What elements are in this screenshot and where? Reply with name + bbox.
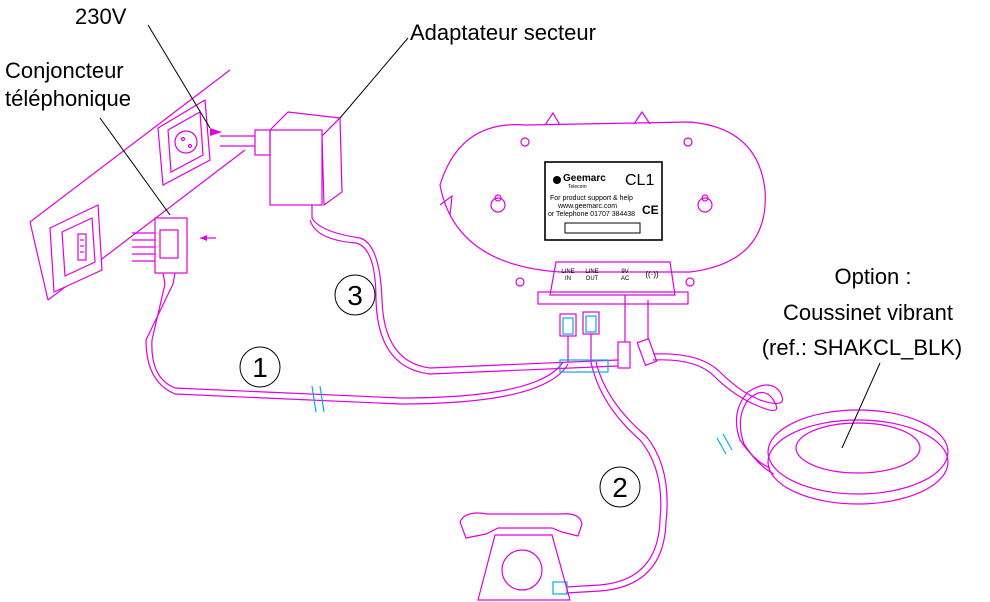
port-line-in-sublabel: IN [565,276,571,282]
leader-conjoncteur [99,117,171,216]
phone-plug [132,217,216,285]
label-230v: 230V [75,4,127,29]
vibrating-pad [767,409,949,505]
label-ref: (ref.: SHAKCL_BLK) [762,335,963,360]
label-adaptateur: Adaptateur secteur [410,20,596,45]
leader-230v [147,24,211,129]
brand-text: Geemarc [563,173,606,184]
support-line-2: www.geemarc.com [557,203,617,210]
device-connectors [559,295,658,369]
leader-option [841,362,881,449]
power-adapter [210,111,343,218]
telephone [459,512,583,601]
callout-1-number: 1 [252,352,268,383]
cable-3 [309,217,619,375]
brand-sub-text: Telecom [568,184,587,190]
label-telephonique: téléphonique [5,86,131,111]
ce-mark: CE [642,203,659,217]
cable-1 [145,283,569,413]
leader-adaptateur [339,37,409,119]
support-line-3: or Telephone 01707 384438 [548,211,635,218]
callout-1: 1 [239,346,281,388]
model-text: CL1 [625,172,654,189]
cable-vibrating-pad [652,353,784,475]
port-line-in-label: LINE [561,269,574,275]
label-conjoncteur: Conjoncteur [5,58,124,83]
callout-3-number: 3 [347,280,363,311]
cable-2 [552,361,668,595]
support-line-1: For product support & help [550,195,633,202]
callout-3: 3 [334,274,376,316]
cl1-device: Geemarc Telecom CL1 For product support … [439,110,766,305]
port-vib-label: ((·)) [645,270,659,279]
label-option: Option : [834,264,911,289]
port-dc-label: 9V [621,269,628,275]
port-dc-sublabel: AC [621,276,630,282]
callout-2: 2 [599,466,641,508]
label-coussinet: Coussinet vibrant [783,300,953,325]
callout-2-number: 2 [612,472,628,503]
cable-clip [559,359,609,373]
port-line-out-sublabel: OUT [586,276,599,282]
phone-wall-jack [49,204,103,293]
port-line-out-label: LINE [585,269,598,275]
power-socket [157,98,211,186]
